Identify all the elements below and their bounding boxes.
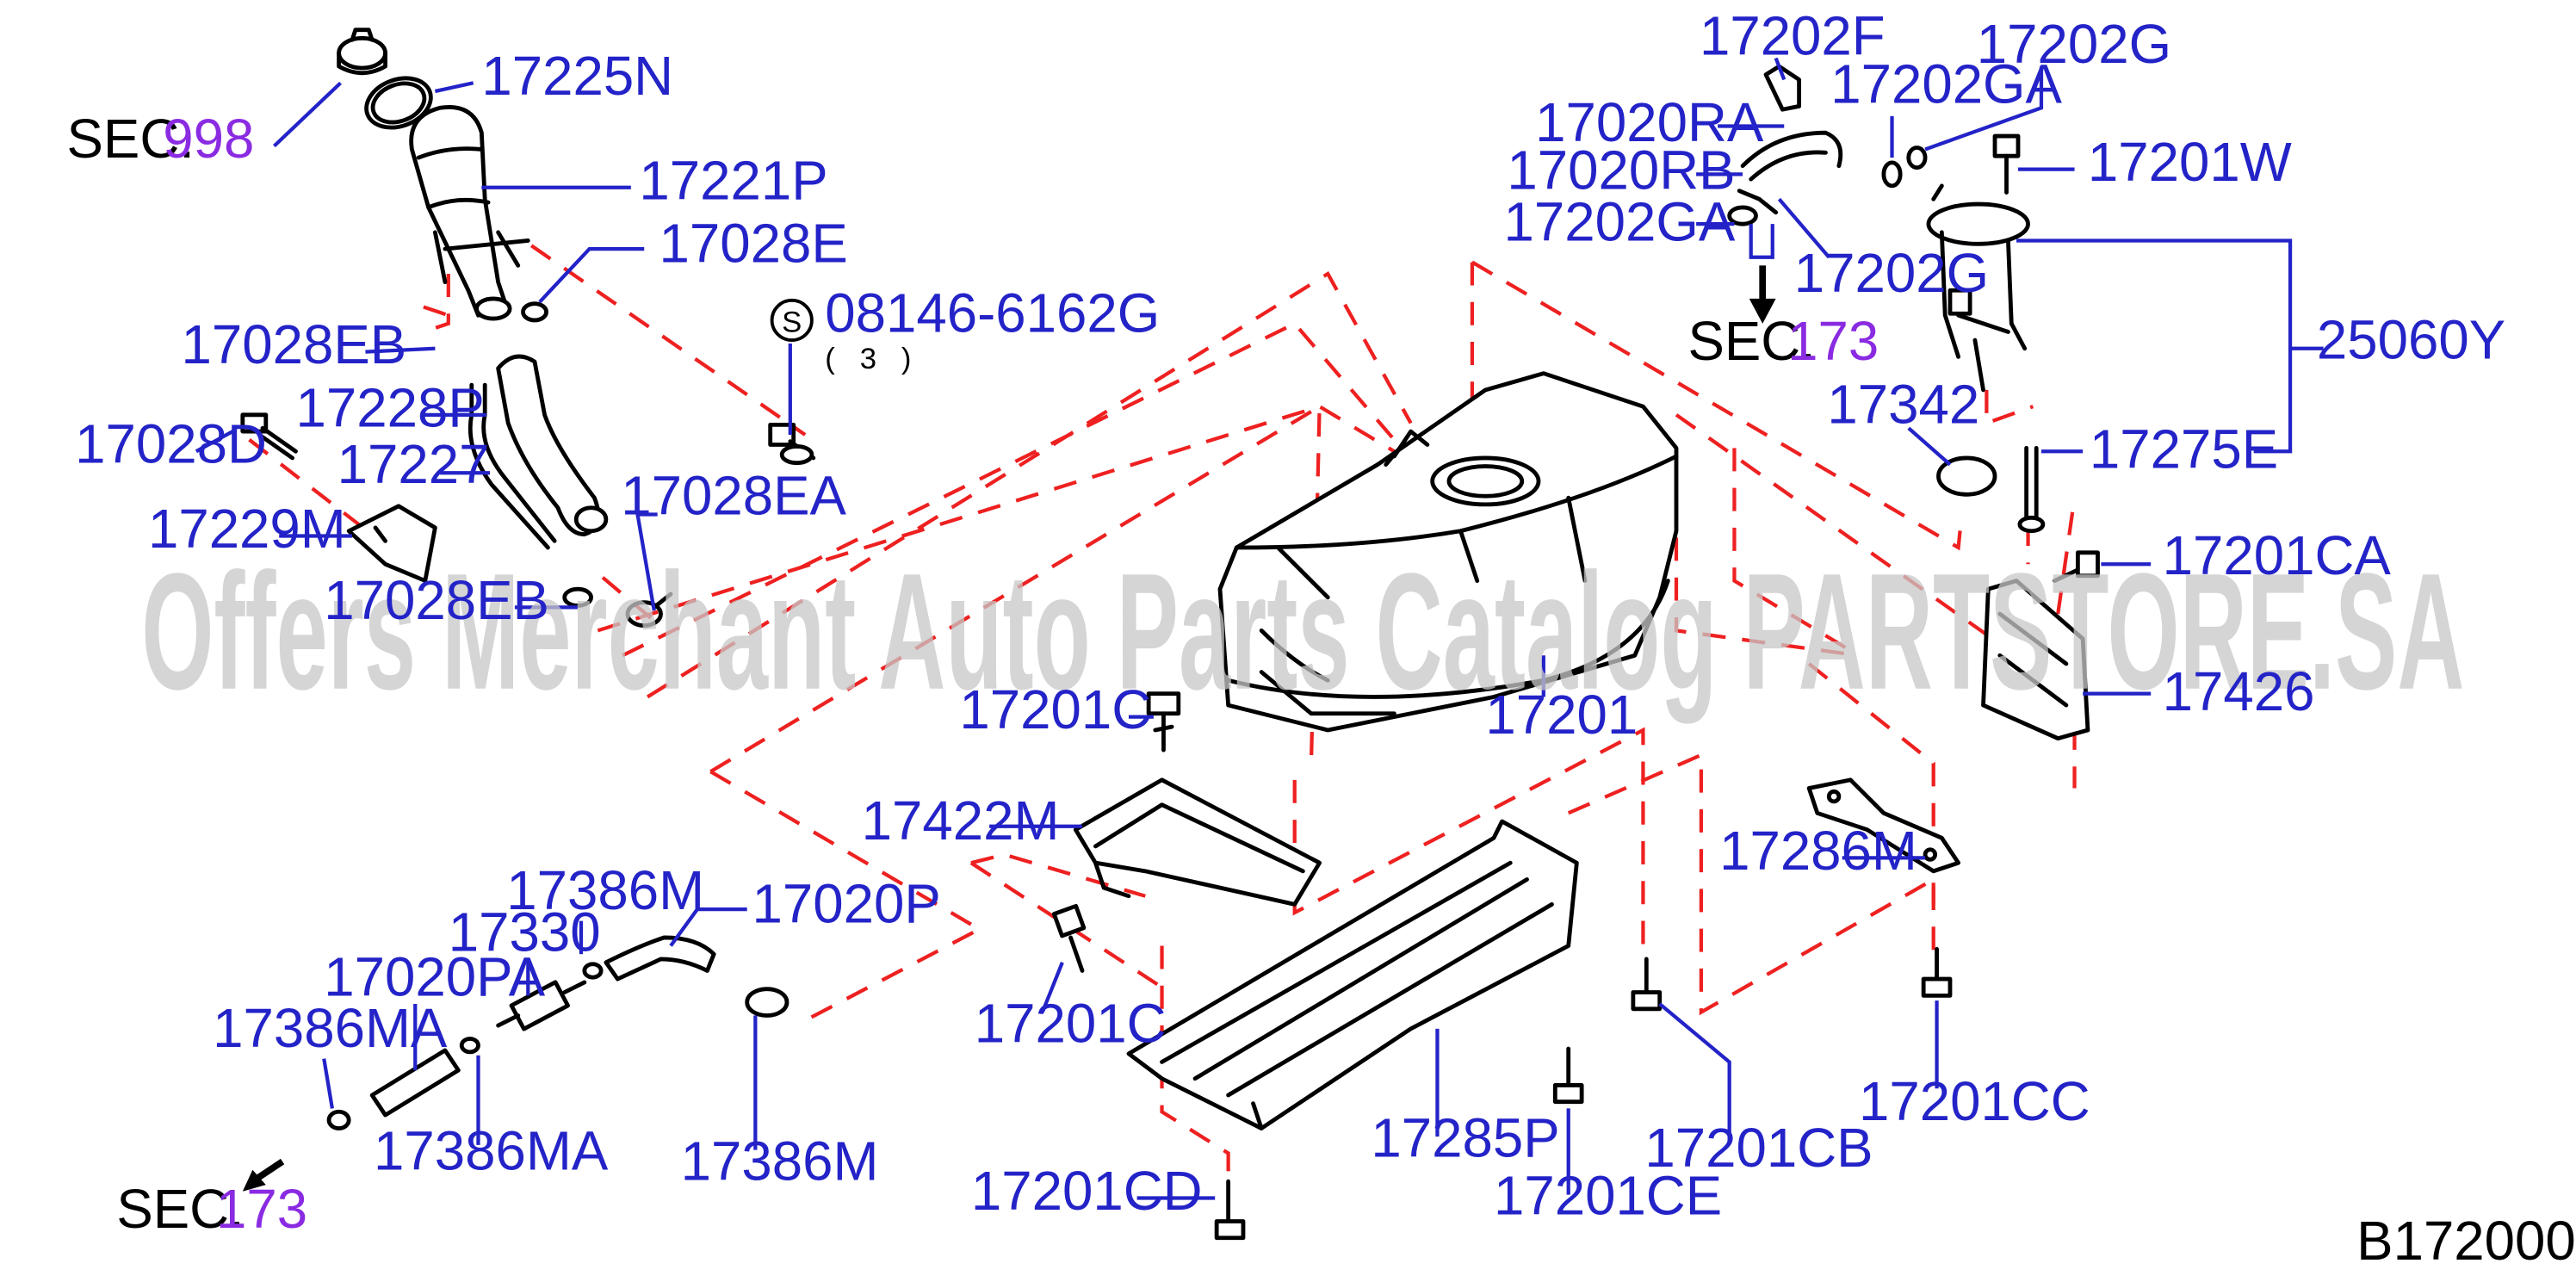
- clamp-17386ma-drawing: [326, 1037, 480, 1130]
- part-label-17386ma-top[interactable]: 17386MA: [213, 998, 448, 1059]
- part-labels: 17225N 17221P 17028E 17028EB 17228P 1702…: [75, 6, 2505, 1227]
- part-label-17028eb-top[interactable]: 17028EB: [182, 314, 407, 375]
- hose-17020p-drawing: [604, 935, 716, 982]
- part-label-17201ca[interactable]: 17201CA: [2163, 525, 2392, 586]
- part-label-17201c-top[interactable]: 17201C: [959, 679, 1151, 740]
- filter-17330-drawing: [496, 980, 587, 1031]
- part-label-17285p[interactable]: 17285P: [1371, 1107, 1559, 1168]
- part-label-17202g-top[interactable]: 17202G: [1977, 14, 2171, 75]
- part-label-17386m-bottom[interactable]: 17386M: [681, 1130, 879, 1192]
- part-label-17227[interactable]: 17227: [337, 434, 490, 495]
- bolt-17201ca-drawing: [2052, 550, 2100, 583]
- bolt-quantity: ( 3 ): [825, 343, 911, 375]
- section-link-173-top[interactable]: 173: [1787, 311, 1879, 372]
- leader-lines: [195, 57, 2324, 1200]
- section-label-prefix: SEC.: [116, 1179, 244, 1240]
- bolt-17201cc-drawing: [1921, 946, 1953, 998]
- bracket-17286m-drawing: [1806, 777, 1961, 874]
- bolt-17201cb-drawing: [1631, 957, 1663, 1012]
- fuel-tank-drawing: [1217, 371, 1679, 733]
- part-label-17201c-bottom[interactable]: 17201C: [975, 993, 1167, 1054]
- part-label-17028d[interactable]: 17028D: [75, 414, 267, 475]
- part-label-17202g-mid[interactable]: 17202G: [1794, 243, 1989, 304]
- vent-hoses-drawing: [1727, 64, 1928, 226]
- bolt-17201c-bottom-drawing: [1051, 903, 1087, 973]
- part-label-17020rb[interactable]: 17020RB: [1507, 140, 1735, 201]
- part-label-17020p[interactable]: 17020P: [752, 874, 940, 935]
- breather-tube-drawing: [468, 382, 557, 550]
- clamp-17028e-drawing: [521, 301, 548, 323]
- part-label-17386m-top[interactable]: 17386M: [506, 860, 704, 921]
- section-link-998[interactable]: 998: [163, 108, 254, 170]
- part-label-17028eb-bottom[interactable]: 17028EB: [324, 570, 549, 631]
- hose-17228p-drawing: [496, 354, 609, 536]
- section-label-prefix: SEC.: [1687, 311, 1815, 372]
- bolt-17201w-drawing: [1992, 133, 2021, 195]
- clamp-17386m-drawing: [582, 962, 790, 1018]
- part-label-25060y[interactable]: 25060Y: [2317, 309, 2505, 370]
- part-label-17201cd[interactable]: 17201CD: [971, 1161, 1203, 1222]
- hose-17020pa-drawing: [369, 1048, 461, 1118]
- section-arrow-bottom-left: [242, 1158, 285, 1192]
- protector-17229m-drawing: [346, 504, 437, 583]
- skid-plate-17285p-drawing: [1126, 819, 1579, 1130]
- gasket-ring-drawing: [364, 76, 433, 130]
- plug-17342-drawing: [1936, 455, 1997, 497]
- circled-s-letter: S: [782, 306, 802, 338]
- part-label-17228p[interactable]: 17228P: [295, 377, 484, 438]
- part-label-17202ga-top[interactable]: 17202GA: [1830, 53, 2062, 115]
- sender-unit-25060y-drawing: [1926, 183, 2030, 393]
- watermark-text: Offers Merchant Auto Parts Catalog PARTS…: [141, 539, 2464, 724]
- part-label-17422m[interactable]: 17422M: [862, 790, 1060, 852]
- part-label-17201ce[interactable]: 17201CE: [1494, 1166, 1722, 1227]
- bolt-17028d-drawing: [240, 412, 298, 461]
- part-label-17201cc[interactable]: 17201CC: [1859, 1071, 2090, 1132]
- part-label-17221p[interactable]: 17221P: [639, 150, 827, 211]
- part-label-17275e[interactable]: 17275E: [2090, 418, 2278, 480]
- fuel-cap-drawing: [337, 28, 387, 76]
- circled-s-symbol: [770, 298, 814, 343]
- part-label-17202ga-mid[interactable]: 17202GA: [1504, 191, 1736, 252]
- filler-neck-drawing: [409, 105, 530, 321]
- part-label-17426[interactable]: 17426: [2163, 661, 2315, 722]
- bolt-17201c-top-drawing: [1146, 691, 1181, 752]
- section-arrow-top-right: [1749, 265, 1776, 324]
- part-label-17201w[interactable]: 17201W: [2088, 132, 2292, 193]
- part-label-17229m[interactable]: 17229M: [148, 499, 346, 560]
- part-label-17020pa[interactable]: 17020PA: [324, 946, 546, 1007]
- part-label-08146-6162g[interactable]: 08146-6162G: [825, 282, 1160, 344]
- part-label-17020ra[interactable]: 17020RA: [1535, 92, 1764, 153]
- bolt-17201ce-drawing: [1552, 1046, 1584, 1105]
- part-label-17201[interactable]: 17201: [1485, 684, 1638, 746]
- part-label-17201cb[interactable]: 17201CB: [1644, 1118, 1873, 1179]
- bolt-17275e-drawing: [2017, 445, 2046, 534]
- bracket-17422m-drawing: [1073, 777, 1322, 907]
- section-link-173-bottom[interactable]: 173: [216, 1179, 307, 1240]
- part-label-17028ea[interactable]: 17028EA: [621, 465, 846, 526]
- part-label-17225n[interactable]: 17225N: [481, 46, 673, 107]
- heat-shield-17426-drawing: [1981, 579, 2090, 741]
- part-label-17342[interactable]: 17342: [1827, 374, 1979, 435]
- bolt-08146-drawing: [768, 422, 816, 466]
- diagram-reference-code: B1720003: [2356, 1211, 2576, 1272]
- part-label-17202f[interactable]: 17202F: [1700, 6, 1886, 67]
- part-label-17286m[interactable]: 17286M: [1719, 821, 1917, 882]
- part-label-17386ma-bottom[interactable]: 17386MA: [374, 1121, 609, 1182]
- part-label-17028e[interactable]: 17028E: [659, 214, 848, 275]
- part-label-17330[interactable]: 17330: [449, 901, 601, 963]
- bolt-17201cd-drawing: [1214, 1179, 1246, 1241]
- section-label-prefix: SEC.: [67, 108, 195, 170]
